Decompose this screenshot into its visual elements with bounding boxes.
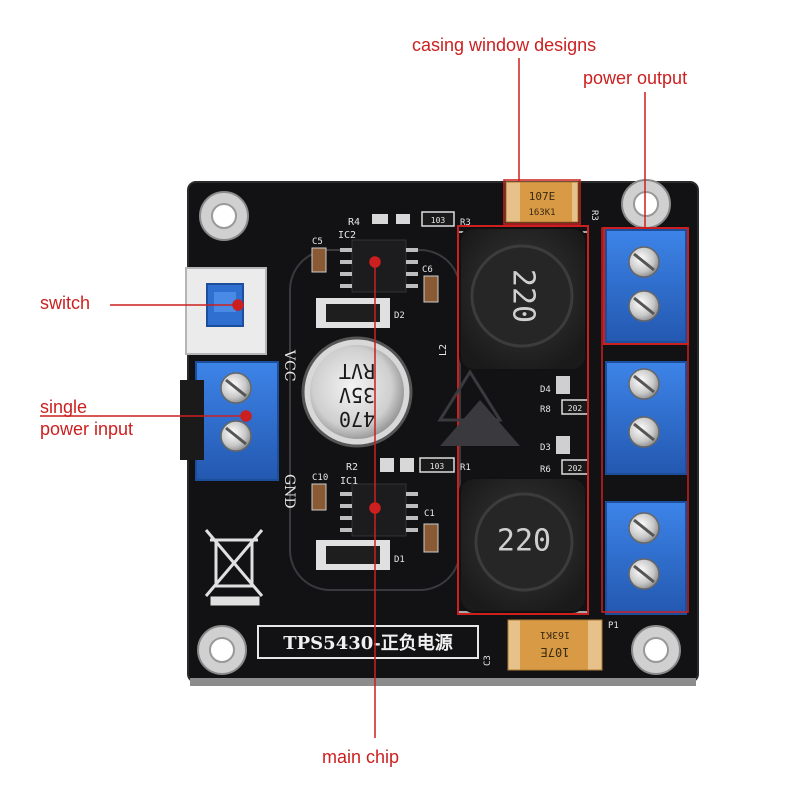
inductor-bottom-text: 220 xyxy=(497,524,551,559)
mounting-hole-top-left xyxy=(199,191,249,241)
tantalum-cap-top: 107E 163K1 xyxy=(505,181,579,223)
resistor-top xyxy=(421,211,455,227)
esd-warning-icon xyxy=(437,369,520,446)
cap-c5 xyxy=(311,247,327,273)
label-switch: switch xyxy=(40,293,91,313)
output-terminal-block-top xyxy=(603,227,689,345)
ref-r6: R6 xyxy=(540,465,551,475)
ref-c1: C1 xyxy=(424,509,435,519)
ref-d3: D3 xyxy=(540,443,551,453)
ref-d1: D1 xyxy=(394,555,405,565)
resistor-top-code: 103 xyxy=(431,216,446,225)
resistor-bottom xyxy=(419,457,455,473)
label-single-power-input: single power input xyxy=(40,396,133,440)
inductor-top: 220 xyxy=(459,227,587,371)
ref-ic1: IC1 xyxy=(340,476,358,487)
ic1-chip xyxy=(340,483,418,537)
ref-l2: L2 xyxy=(438,344,449,356)
ref-r4: R4 xyxy=(348,217,360,228)
ref-c10: C10 xyxy=(312,473,328,483)
mounting-hole-bottom-right xyxy=(631,625,681,675)
resistor-mid1-code: 202 xyxy=(568,404,583,413)
ref-c6: C6 xyxy=(422,265,433,275)
resistor-bottom-code: 103 xyxy=(430,462,445,471)
tantalum-top-text-2: 163K1 xyxy=(528,208,555,218)
ref-ic2: IC2 xyxy=(338,230,356,241)
tantalum-top-text-1: 107E xyxy=(529,190,556,203)
resistor-mid2-code: 202 xyxy=(568,464,583,473)
ref-c5: C5 xyxy=(312,237,323,247)
ref-p1: P1 xyxy=(608,621,619,631)
ref-d4: D4 xyxy=(540,385,551,395)
board-title: TPS5430-正负电源 xyxy=(283,632,453,654)
weee-bin-icon xyxy=(204,529,264,606)
label-single-power-input-line1: single xyxy=(40,397,88,417)
label-main-chip: main chip xyxy=(322,747,400,767)
diode-d1 xyxy=(316,540,390,570)
electrolytic-capacitor: 470 35V RVT xyxy=(301,336,413,448)
tantalum-bottom-text-2: 163K1 xyxy=(540,629,570,640)
label-casing-window: casing window designs xyxy=(412,35,597,55)
cap-c1 xyxy=(423,523,439,553)
output-terminal-block-bottom xyxy=(605,501,687,615)
ref-r3: R3 xyxy=(460,218,471,228)
inductor-top-text: 220 xyxy=(506,269,541,323)
cap-c10 xyxy=(311,483,327,511)
ref-d2: D2 xyxy=(394,311,405,321)
cap-c6 xyxy=(423,275,439,303)
gnd-label: GND xyxy=(281,474,297,509)
capacitor-text-3: RVT xyxy=(339,359,375,383)
input-terminal-block xyxy=(180,361,279,481)
push-switch xyxy=(185,267,267,355)
ref-c3: C3 xyxy=(483,655,493,666)
tantalum-cap-bottom: 107E 163K1 xyxy=(507,619,603,671)
mounting-hole-top-right xyxy=(621,179,671,229)
annotation-leaders xyxy=(40,58,646,738)
ref-r2: R2 xyxy=(346,462,358,473)
ref-r3b: R3 xyxy=(589,210,599,221)
diode-d2 xyxy=(316,298,390,328)
output-terminal-block-middle xyxy=(605,361,687,475)
tantalum-bottom-text-1: 107E xyxy=(541,645,570,659)
label-single-power-input-line2: power input xyxy=(40,419,134,439)
title-silkscreen-box xyxy=(257,625,479,659)
capacitor-text-1: 470 xyxy=(339,407,375,431)
ref-r8: R8 xyxy=(540,405,551,415)
inductor-bottom: 220 xyxy=(459,477,587,613)
label-power-output: power output xyxy=(583,68,688,88)
capacitor-text-2: 35V xyxy=(339,383,375,407)
vcc-label: VCC xyxy=(281,349,297,382)
mounting-hole-bottom-left xyxy=(197,625,247,675)
ref-r1: R1 xyxy=(460,463,471,473)
